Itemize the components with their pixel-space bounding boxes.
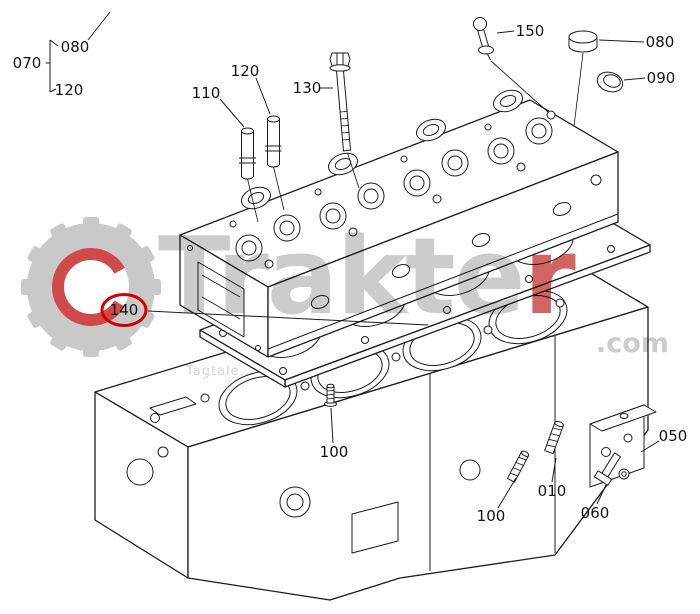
cup-plug-090 xyxy=(596,71,624,93)
valve-guide-120 xyxy=(265,115,285,211)
bracket-050 xyxy=(589,404,657,488)
callout-120: 120 xyxy=(230,62,260,80)
head-bolt-130 xyxy=(329,52,360,189)
callout-010: 010 xyxy=(537,482,567,500)
callout-120-group: 120 xyxy=(54,81,84,99)
fitting-150 xyxy=(473,17,556,120)
callout-050: 050 xyxy=(658,427,688,445)
cylinder-head-drawing xyxy=(179,89,619,358)
stud-010 xyxy=(544,420,564,455)
callout-080: 080 xyxy=(645,33,675,51)
bolt-060 xyxy=(593,452,630,486)
callout-100-lower: 100 xyxy=(476,507,506,525)
callout-130: 130 xyxy=(292,79,322,97)
valve-guide-110 xyxy=(239,127,259,223)
callout-100-upper: 100 xyxy=(319,443,349,461)
small-parts-drawing xyxy=(239,17,657,488)
callout-140-highlighted: 140 xyxy=(100,293,148,327)
leader-lines xyxy=(46,11,660,509)
callout-110: 110 xyxy=(191,84,221,102)
callout-070: 070 xyxy=(12,54,42,72)
callout-080-group: 080 xyxy=(60,38,90,56)
stud-100 xyxy=(506,450,530,483)
callout-090: 090 xyxy=(646,69,676,87)
callout-060: 060 xyxy=(580,504,610,522)
cap-plug-080 xyxy=(568,30,598,127)
callout-150: 150 xyxy=(515,22,545,40)
